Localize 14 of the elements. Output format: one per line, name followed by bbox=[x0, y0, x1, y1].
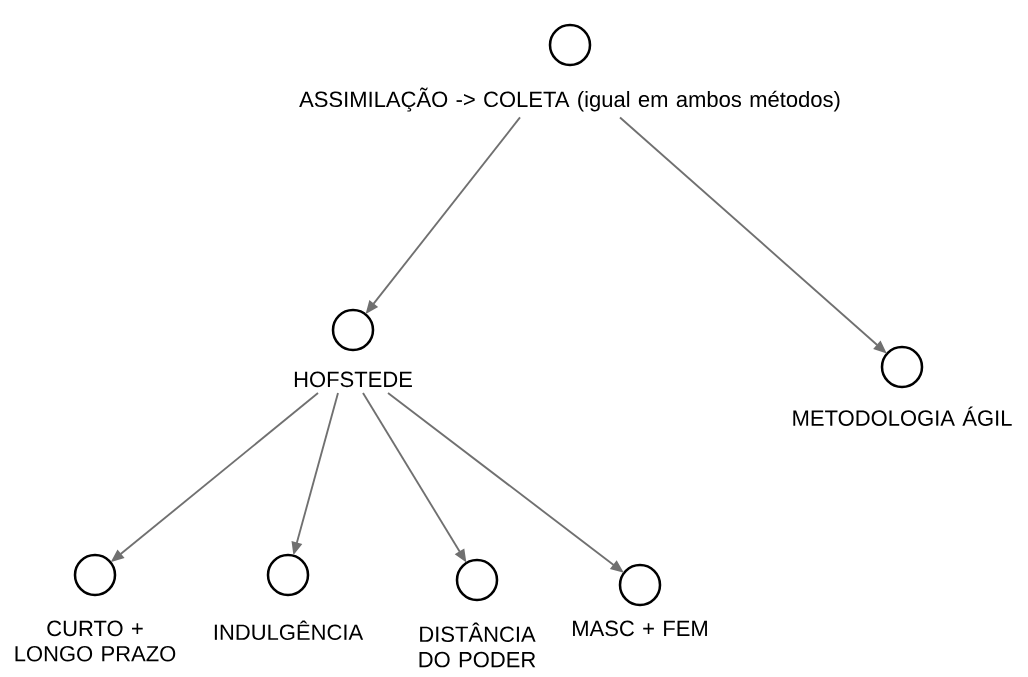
node-label: HOFSTEDE bbox=[294, 371, 412, 388]
circle-node: INDULGÊNCIA bbox=[214, 553, 364, 641]
node-label: METODOLOGIA ÁGIL bbox=[793, 406, 1012, 426]
circle-node: DISTÂNCIA DO PODER bbox=[419, 558, 536, 668]
circle-node: HOFSTEDE bbox=[294, 308, 412, 388]
circle-node: MASC + FEM bbox=[573, 563, 707, 637]
node-label: DISTÂNCIA DO PODER bbox=[419, 622, 536, 668]
circle-node: CURTO + LONGO PRAZO bbox=[15, 553, 176, 662]
node-label: CURTO + LONGO PRAZO bbox=[15, 620, 176, 662]
circle-node: METODOLOGIA ÁGIL bbox=[793, 345, 1012, 426]
node-label: ASSIMILAÇÃO -> COLETA (igual em ambos métodos) bbox=[299, 87, 840, 112]
node-label: INDULGÊNCIA bbox=[214, 620, 364, 641]
circle-node: ASSIMILAÇÃO -> COLETA (igual em ambos métodos) bbox=[299, 23, 840, 112]
node-label: MASC + FEM bbox=[573, 620, 707, 637]
